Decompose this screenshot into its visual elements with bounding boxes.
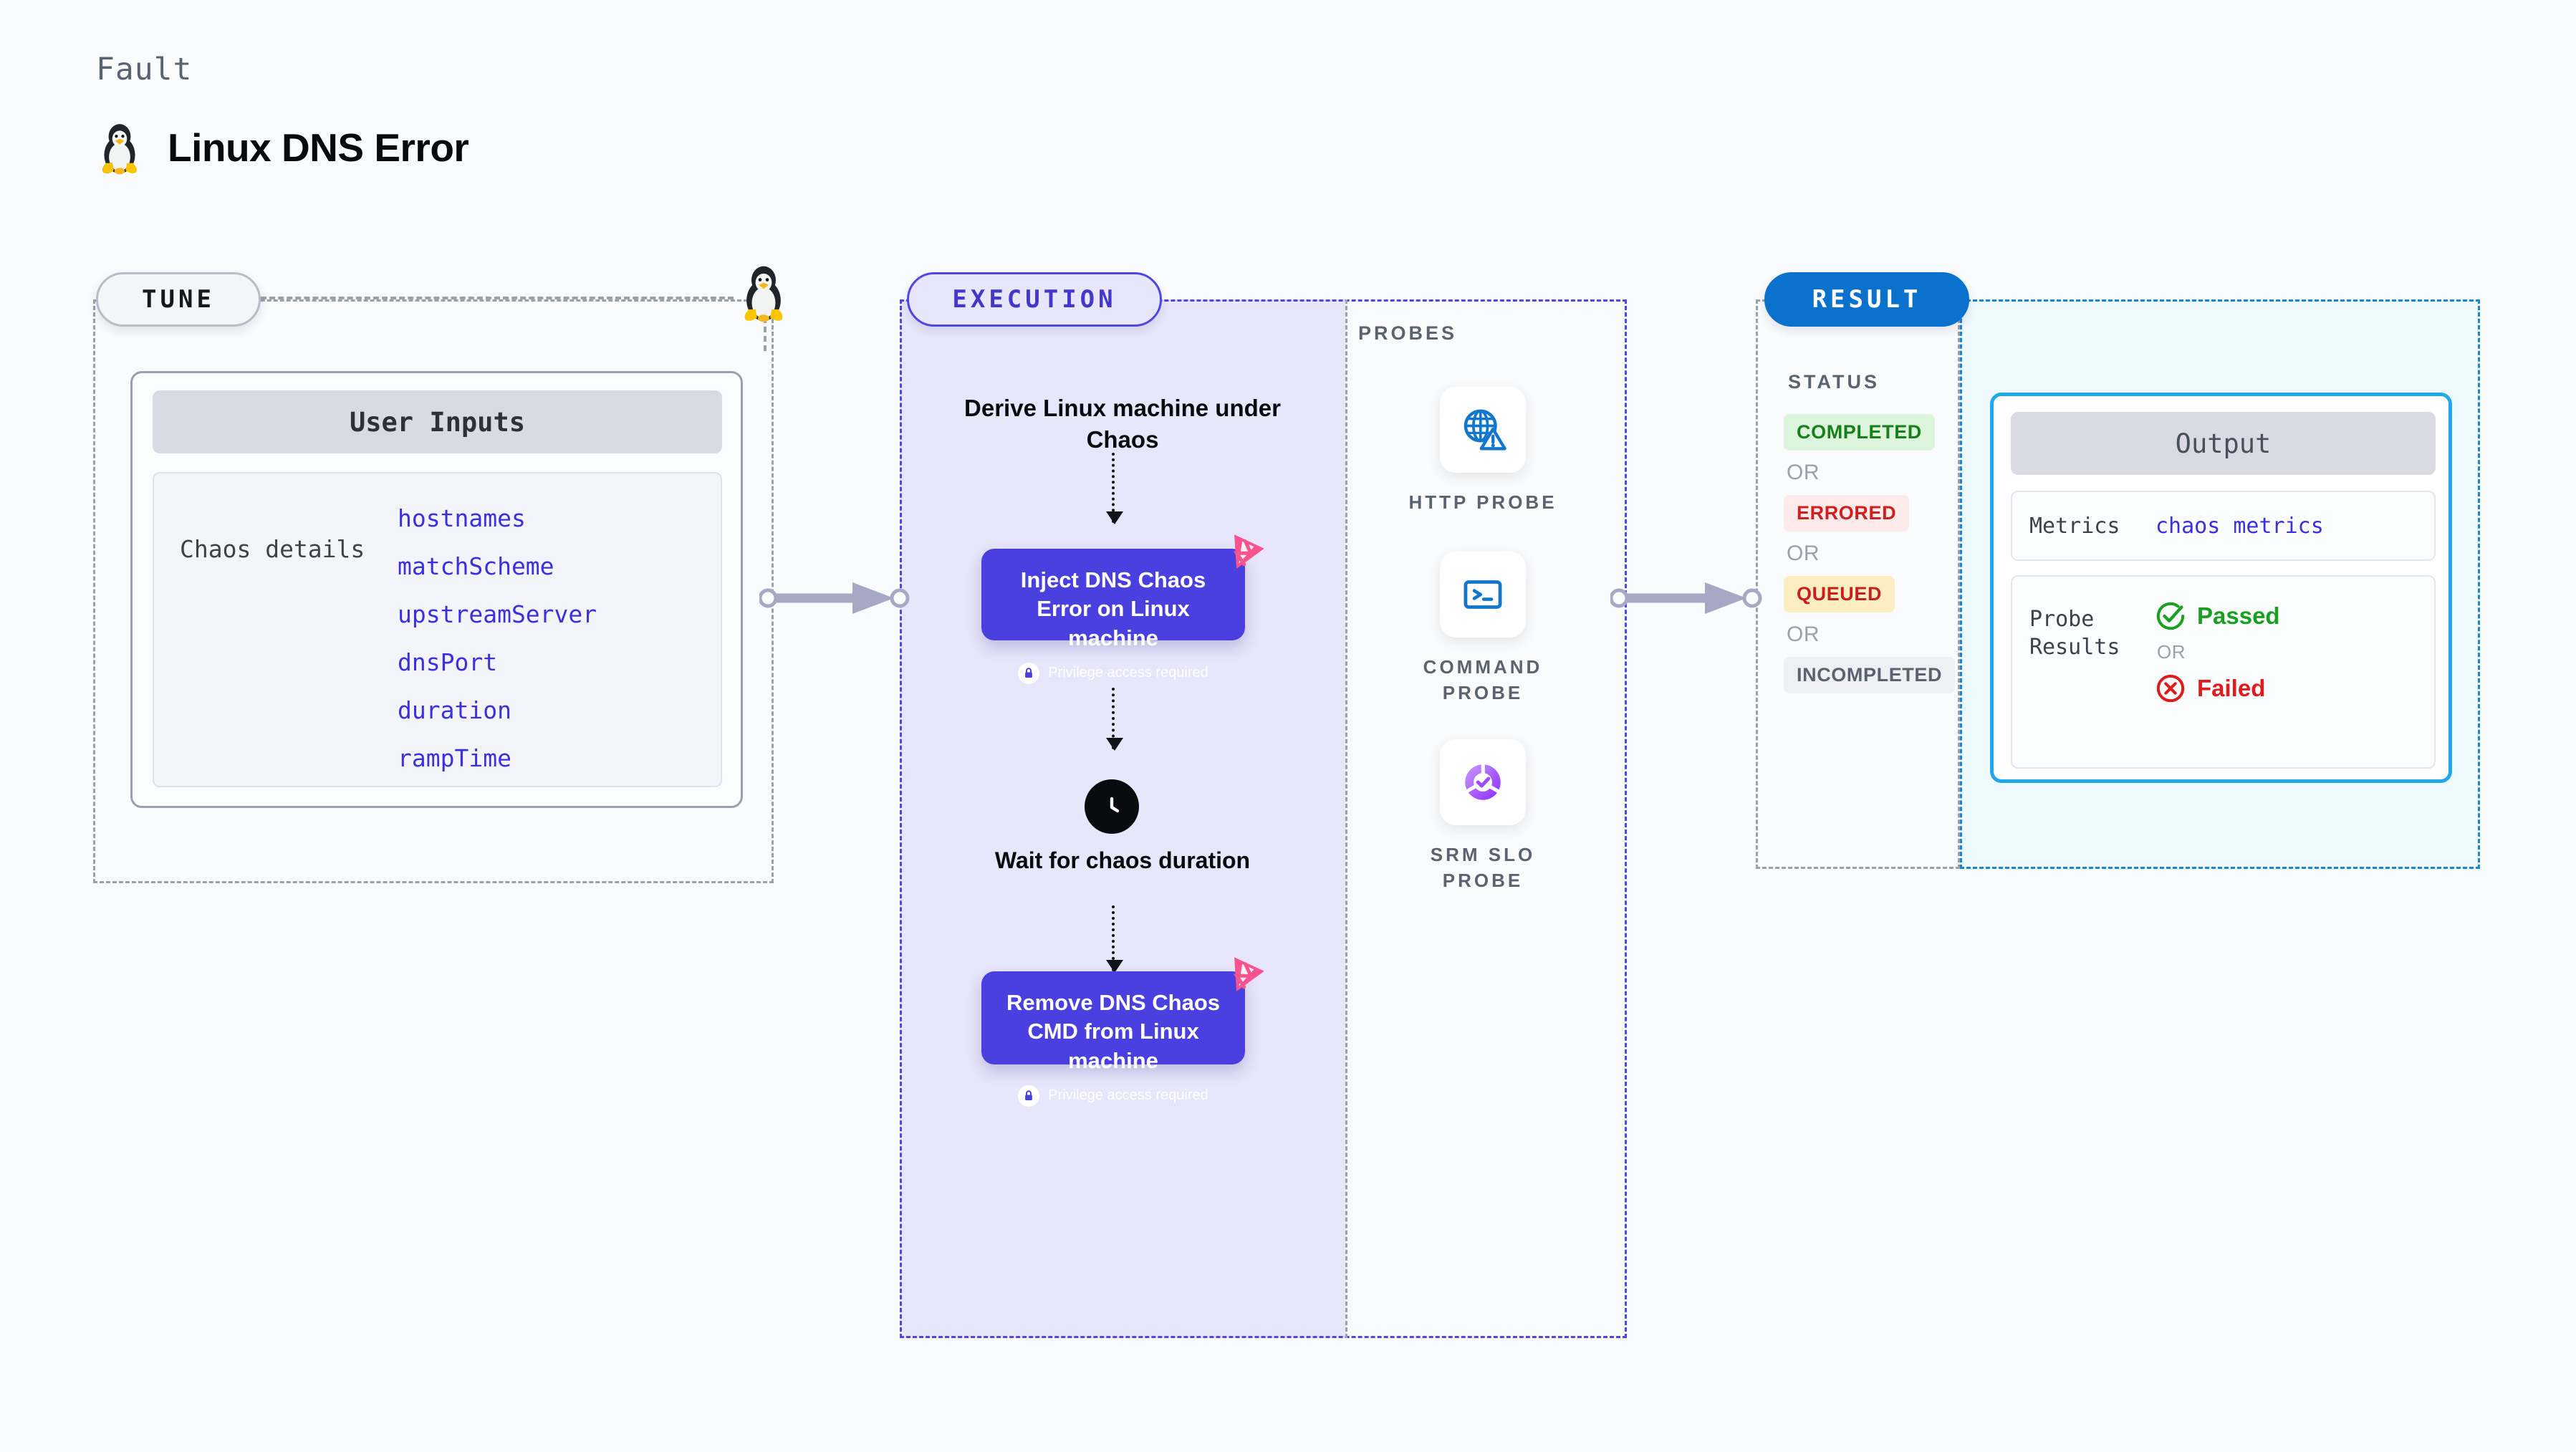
tune-param-dnsport[interactable]: dnsPort bbox=[398, 648, 498, 676]
connector-execution-to-result bbox=[1610, 582, 1762, 614]
privilege-row-remove: Privilege access required bbox=[1018, 1085, 1208, 1107]
stage-badge-execution[interactable]: EXECUTION bbox=[907, 272, 1162, 327]
output-card-header: Output bbox=[2011, 412, 2436, 475]
probe-http-label: HTTP PROBE bbox=[1408, 491, 1557, 513]
user-inputs-card: User Inputs Chaos details hostnames matc… bbox=[130, 371, 743, 808]
page-kicker: Fault bbox=[96, 52, 193, 87]
slo-donut-check-icon bbox=[1440, 739, 1526, 825]
tux-penguin-icon bbox=[96, 120, 143, 175]
tune-param-duration[interactable]: duration bbox=[398, 696, 511, 724]
tune-param-upstreamserver[interactable]: upstreamServer bbox=[398, 600, 597, 628]
flow-arrow-3 bbox=[1106, 905, 1123, 973]
output-metrics-key: Metrics bbox=[2029, 513, 2120, 539]
page-title-row: Linux DNS Error bbox=[96, 120, 469, 175]
stage-badge-result[interactable]: RESULT bbox=[1764, 272, 1969, 327]
terminal-icon bbox=[1440, 552, 1526, 638]
tune-param-matchscheme[interactable]: matchScheme bbox=[398, 552, 554, 580]
output-row-metrics: Metrics chaos metrics bbox=[2011, 491, 2436, 561]
chaos-details-label: Chaos details bbox=[180, 535, 365, 563]
tune-parameter-list: hostnames matchScheme upstreamServer dns… bbox=[398, 506, 597, 770]
execution-step-derive: Derive Linux machine under Chaos bbox=[964, 395, 1281, 453]
flow-arrow-1 bbox=[1106, 453, 1123, 524]
tux-penguin-node-icon bbox=[736, 262, 791, 326]
lock-icon bbox=[1018, 662, 1040, 684]
stage-badge-tune[interactable]: TUNE bbox=[96, 272, 261, 327]
probe-result-passed-label: Passed bbox=[2197, 602, 2280, 629]
status-chip-errored: ERRORED bbox=[1784, 495, 1910, 532]
probe-command[interactable]: COMMAND PROBE bbox=[1390, 552, 1576, 706]
action-card-remove-dns-chaos[interactable]: Remove DNS Chaos CMD from Linux machine … bbox=[981, 957, 1264, 1107]
status-section-label: STATUS bbox=[1788, 371, 1880, 393]
status-or-3: OR bbox=[1787, 622, 1820, 646]
status-or-2: OR bbox=[1787, 542, 1820, 565]
probe-srm-slo[interactable]: SRM SLO PROBE bbox=[1390, 739, 1576, 894]
output-metrics-value[interactable]: chaos metrics bbox=[2156, 513, 2324, 539]
probes-divider bbox=[1345, 299, 1347, 1338]
probe-http[interactable]: HTTP PROBE bbox=[1390, 387, 1576, 516]
action-card-inject-dns-chaos[interactable]: Inject DNS Chaos Error on Linux machine … bbox=[981, 534, 1264, 684]
action-card-inject-title: Inject DNS Chaos Error on Linux machine bbox=[1020, 567, 1206, 650]
tune-dashed-line-vertical bbox=[764, 308, 766, 351]
privilege-row-inject: Privilege access required bbox=[1018, 662, 1208, 684]
privilege-text-inject: Privilege access required bbox=[1048, 665, 1208, 681]
globe-warning-icon bbox=[1440, 387, 1526, 473]
probe-command-label: COMMAND PROBE bbox=[1423, 656, 1543, 703]
tune-param-hostnames[interactable]: hostnames bbox=[398, 504, 526, 532]
chaos-details-box: Chaos details hostnames matchScheme upst… bbox=[153, 472, 722, 787]
status-chip-incompleted: INCOMPLETED bbox=[1784, 657, 1956, 693]
probe-result-failed-label: Failed bbox=[2197, 675, 2266, 701]
check-circle-icon bbox=[2156, 602, 2185, 630]
litmus-fault-badge-icon bbox=[1233, 534, 1264, 569]
execution-step-wait: Wait for chaos duration bbox=[994, 847, 1251, 873]
probe-result-failed: Failed bbox=[2156, 673, 2280, 703]
tune-dashed-line-horizontal bbox=[261, 297, 734, 299]
status-chip-stack: COMPLETED OR ERRORED OR QUEUED OR INCOMP… bbox=[1784, 414, 1956, 693]
page-title: Linux DNS Error bbox=[168, 125, 469, 170]
flow-arrow-2 bbox=[1106, 688, 1123, 751]
probe-srm-slo-label: SRM SLO PROBE bbox=[1430, 844, 1536, 891]
probe-result-passed: Passed bbox=[2156, 601, 2280, 631]
connector-tune-to-execution bbox=[759, 582, 910, 614]
lock-icon bbox=[1018, 1085, 1040, 1107]
status-chip-queued: QUEUED bbox=[1784, 576, 1895, 612]
probe-result-or: OR bbox=[2157, 641, 2186, 663]
status-or-1: OR bbox=[1787, 461, 1820, 484]
litmus-fault-badge-icon bbox=[1233, 957, 1264, 992]
user-inputs-header: User Inputs bbox=[153, 390, 722, 453]
clock-icon bbox=[1085, 779, 1139, 834]
privilege-text-remove: Privilege access required bbox=[1048, 1087, 1208, 1104]
tune-param-ramptime[interactable]: rampTime bbox=[398, 744, 511, 772]
execution-panel bbox=[900, 299, 1627, 1338]
action-card-remove-title: Remove DNS Chaos CMD from Linux machine bbox=[1006, 990, 1221, 1073]
x-circle-icon bbox=[2156, 674, 2185, 703]
status-chip-completed: COMPLETED bbox=[1784, 414, 1935, 451]
probes-section-label: PROBES bbox=[1358, 322, 1458, 344]
